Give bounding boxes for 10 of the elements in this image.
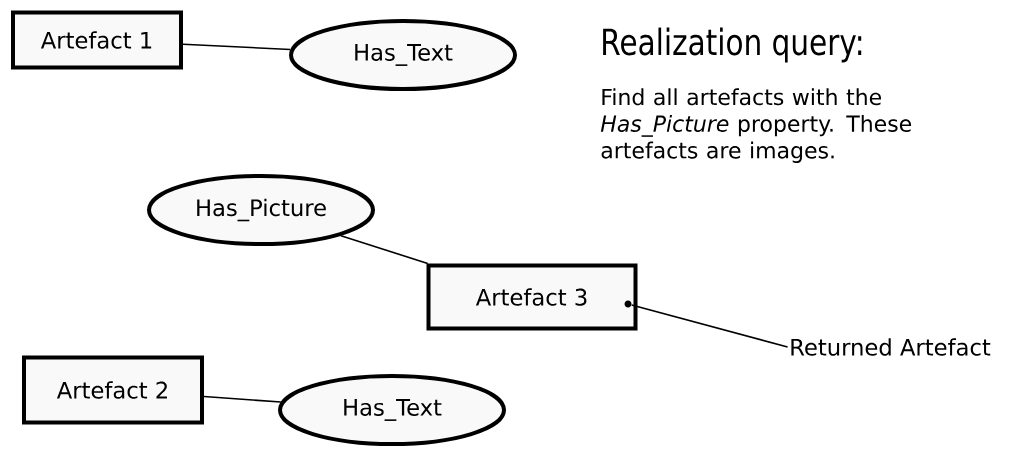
connector-line — [182, 43, 292, 51]
artefact-box: Artefact 2 — [22, 355, 204, 425]
artefact-box: Artefact 1 — [11, 10, 183, 70]
artefact-box: Artefact 3 — [426, 263, 638, 331]
callout-text: Returned Artefact — [791, 338, 991, 356]
connector-line — [340, 234, 429, 265]
connector-line — [630, 304, 789, 348]
query-description: Find all artefacts with the Has_Picture property. These artefacts are images. — [600, 88, 912, 163]
heading: Realization query: — [603, 27, 862, 63]
connector-line — [203, 395, 282, 403]
